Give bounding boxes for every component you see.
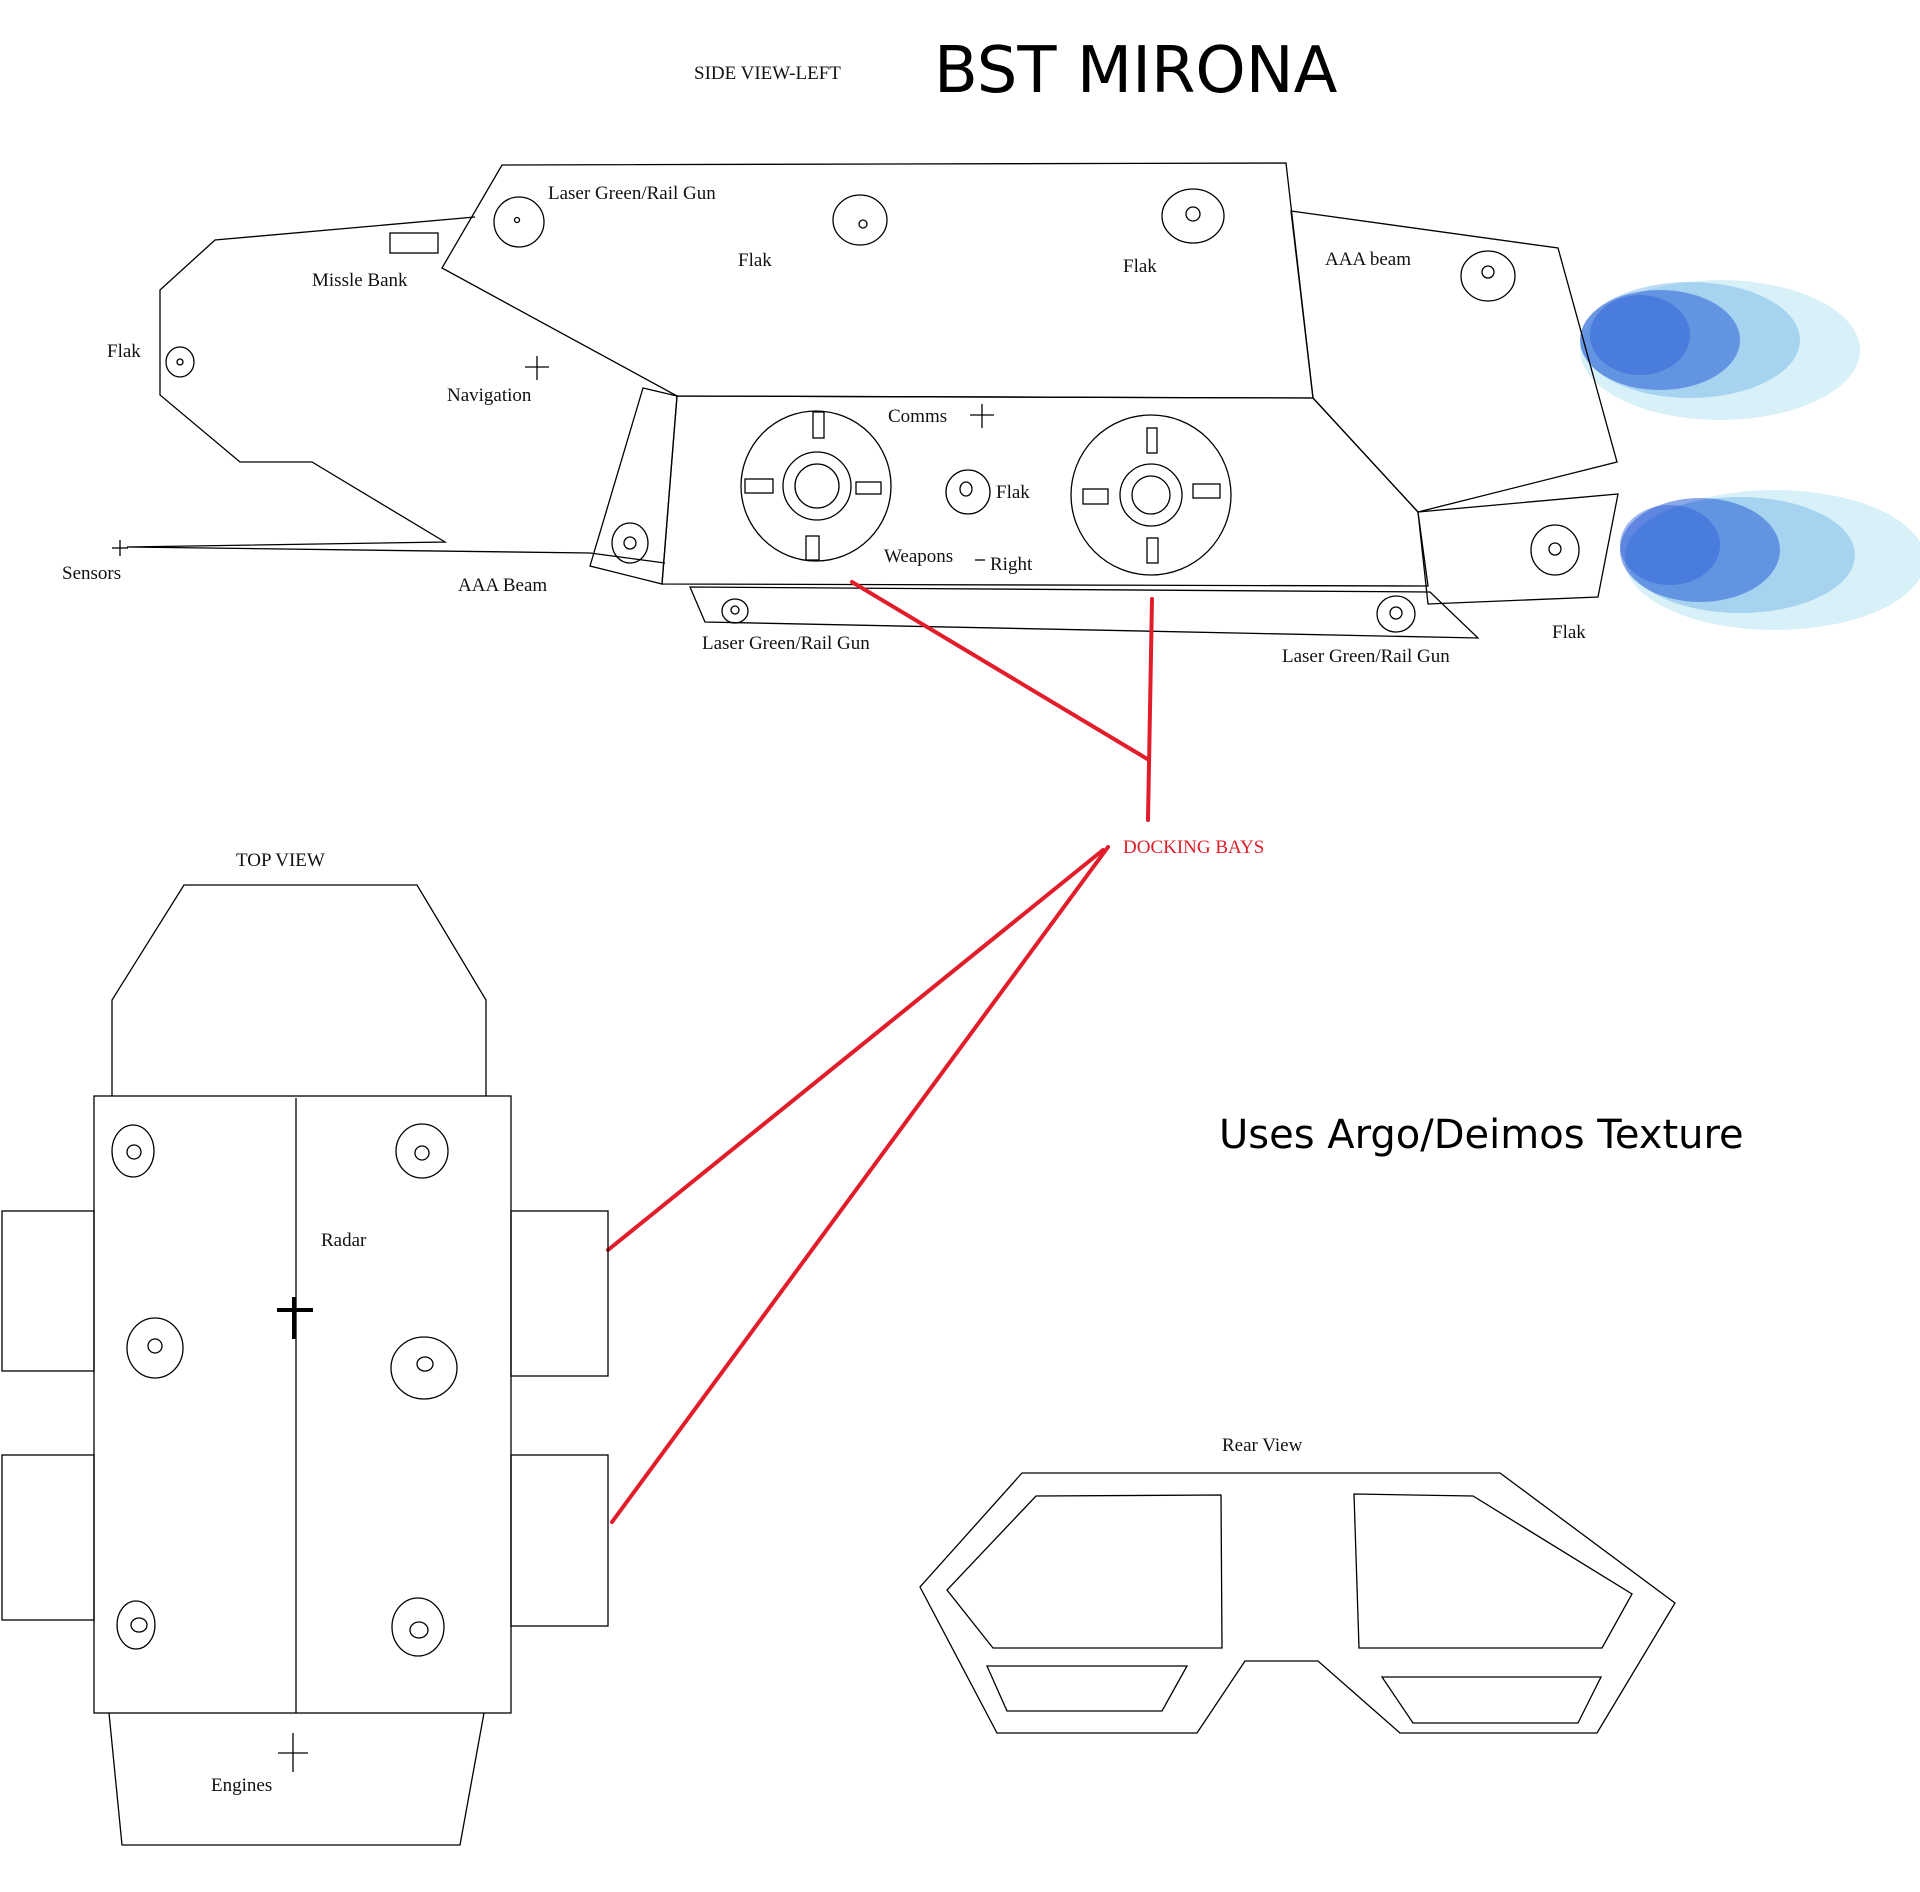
turret-icon: [493, 196, 545, 248]
turret-icon: [390, 1336, 458, 1400]
sensors-marker-icon: [112, 540, 128, 556]
rear-outline: [919, 1472, 1676, 1734]
rear-view: Rear View: [919, 1435, 1676, 1734]
flak-label: Flak: [1123, 256, 1157, 277]
laser-rail-gun-label: Laser Green/Rail Gun: [548, 183, 716, 204]
flak-label: Flak: [1552, 622, 1586, 643]
main-body: [93, 1095, 512, 1714]
flak-label: Flak: [738, 250, 772, 271]
turret-icon: [611, 522, 649, 564]
docking-bay-pod: [1, 1454, 95, 1621]
forward-wedge: [589, 387, 678, 585]
radar-marker-icon: [277, 1297, 313, 1339]
turret-icon: [1161, 188, 1225, 244]
turret-icon: [1530, 524, 1580, 576]
rear-window-upper-left: [946, 1494, 1223, 1649]
top-view: TOP VIEW Radar Engines: [1, 850, 609, 1846]
laser-rail-gun-label: Laser Green/Rail Gun: [1282, 646, 1450, 667]
weapons-label: Weapons: [884, 546, 953, 567]
navigation-label: Navigation: [447, 385, 532, 406]
turret-icon: [391, 1597, 445, 1657]
texture-note: Uses Argo/Deimos Texture: [1219, 1112, 1744, 1158]
engine-section: [108, 1712, 485, 1846]
turret-icon: [111, 1124, 155, 1178]
turret-icon: [165, 346, 195, 378]
turret-icon: [832, 194, 888, 246]
laser-rail-gun-label: Laser Green/Rail Gun: [702, 633, 870, 654]
missle-bank-label: Missle Bank: [312, 270, 408, 291]
docking-bays-label: DOCKING BAYS: [1123, 837, 1264, 858]
rear-lower-block: [1417, 493, 1619, 605]
aaa-beam-label: AAA Beam: [458, 575, 547, 596]
turret-icon: [126, 1317, 184, 1379]
missle-bank-box: [389, 232, 439, 254]
side-view-label: SIDE VIEW-LEFT: [694, 63, 841, 84]
navigation-marker-icon: [525, 356, 549, 380]
rear-upper-block: [1290, 210, 1618, 513]
rear-window-lower-left: [985, 1665, 1189, 1712]
sensors-label: Sensors: [62, 563, 121, 584]
comms-label: Comms: [888, 406, 947, 427]
keel-plate: [689, 586, 1480, 639]
docking-bay-leaders: DOCKING BAYS: [606, 580, 1264, 1524]
aaa-beam-label: AAA beam: [1325, 249, 1411, 270]
turret-icon: [1460, 250, 1516, 302]
page-title: BST MIRONA: [934, 34, 1338, 108]
turret-icon: [395, 1123, 449, 1179]
engines-marker-icon: [278, 1733, 308, 1772]
nose-section: [126, 216, 666, 564]
docking-bay-hatch-left: [740, 410, 892, 562]
bow-section: [111, 884, 487, 1096]
engine-exhaust-upper: [1580, 280, 1860, 420]
rear-view-label: Rear View: [1222, 1435, 1303, 1456]
right-label: Right: [990, 554, 1033, 575]
comms-marker-icon: [970, 404, 994, 428]
docking-bay-pod: [510, 1210, 609, 1377]
radar-label: Radar: [321, 1230, 367, 1251]
turret-icon: [1376, 595, 1416, 633]
turret-icon: [116, 1600, 156, 1650]
docking-bay-hatch-right: [1070, 414, 1232, 576]
docking-bay-pod: [510, 1454, 609, 1627]
docking-bay-pod: [1, 1210, 95, 1372]
mid-hull: [661, 395, 1429, 587]
turret-icon: [945, 469, 991, 515]
top-view-label: TOP VIEW: [236, 850, 325, 871]
flak-label: Flak: [996, 482, 1030, 503]
side-view: Laser Green/Rail Gun Flak Flak Missle Ba…: [62, 162, 1920, 667]
rear-window-lower-right: [1380, 1676, 1603, 1724]
engine-exhaust-lower: [1620, 490, 1920, 630]
turret-icon: [721, 598, 749, 624]
rear-window-upper-right: [1353, 1493, 1633, 1649]
flak-label: Flak: [107, 341, 141, 362]
engines-label: Engines: [211, 1775, 272, 1796]
